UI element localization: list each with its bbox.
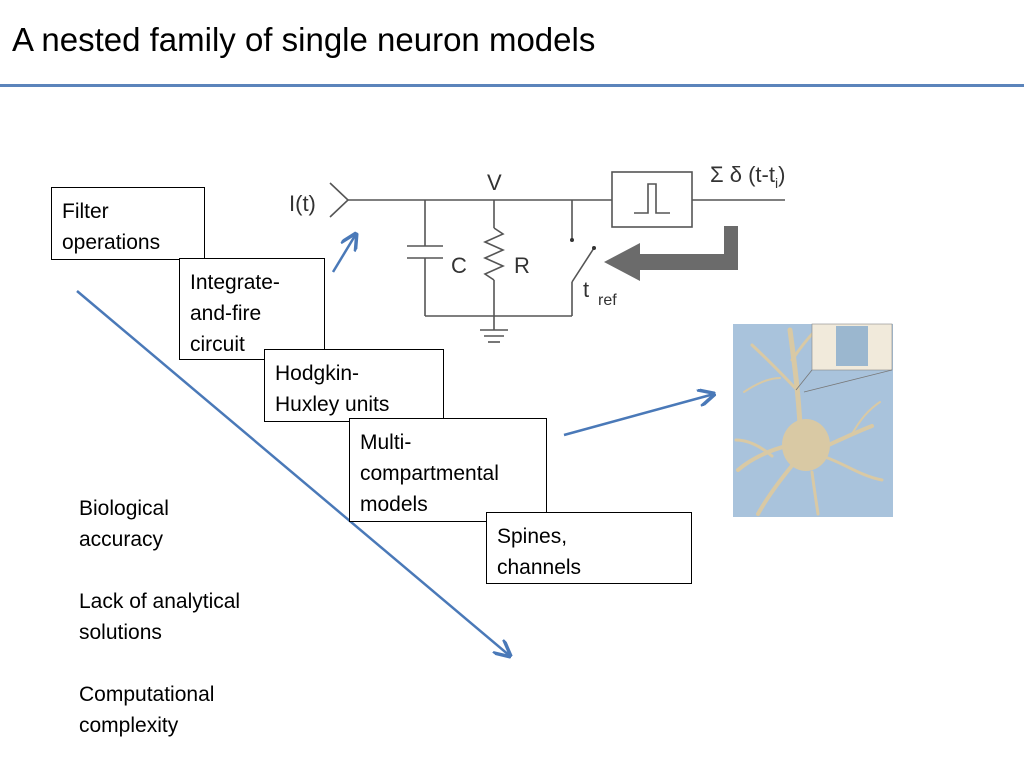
switch-node (570, 238, 574, 242)
slide-title: A nested family of single neuron models (12, 21, 596, 58)
neuron-illustration (733, 323, 893, 517)
note-biological-accuracy: accuracy (79, 528, 164, 551)
note-analytical-solutions: Lack of analytical (79, 590, 241, 613)
box-line: models (360, 493, 428, 516)
box-line: Spines, (497, 525, 568, 548)
filter-operations-box: Filter operations (51, 187, 205, 260)
input-chevron (329, 182, 350, 218)
capacitor-label: C (451, 253, 467, 278)
box-line: Hodgkin- (275, 362, 360, 385)
box-line: operations (62, 231, 161, 254)
tradeoff-notes: Biological accuracy Lack of analytical s… (79, 493, 240, 741)
complexity-gradient-arrow (76, 290, 510, 656)
refractory-ref-label: ref (598, 292, 617, 309)
box-line: Multi- (360, 431, 412, 454)
resistor-zigzag (483, 227, 505, 281)
note-spacer (79, 648, 240, 679)
note-analytical-solutions: solutions (79, 621, 162, 644)
integrate-and-fire-circuit (329, 171, 785, 343)
input-current-label: I(t) (289, 191, 316, 216)
multi-compartmental-box: Multi- compartmental models (349, 418, 547, 522)
box-line: channels (497, 556, 582, 579)
switch-node (592, 246, 596, 250)
resistor-label: R (514, 253, 530, 278)
box-line: circuit (190, 333, 245, 356)
box-line: Filter (62, 200, 109, 223)
note-spacer (79, 555, 240, 586)
box-line: Huxley units (275, 393, 390, 416)
multicompartmental-pointer-arrow (563, 394, 714, 437)
refractory-t-label: t (583, 277, 589, 302)
note-biological-accuracy: Biological (79, 497, 169, 520)
note-computational-complexity: complexity (79, 714, 179, 737)
box-line: and-fire (190, 302, 262, 325)
box-line: compartmental (360, 462, 499, 485)
spike-symbol (634, 183, 670, 214)
integrate-and-fire-box: Integrate- and-fire circuit (179, 258, 325, 360)
integrate-fire-pointer-arrow (331, 234, 356, 273)
feedback-reset-arrow (604, 226, 738, 281)
box-line: Integrate- (190, 271, 280, 294)
spines-channels-box: Spines, channels (486, 512, 692, 584)
note-computational-complexity: Computational (79, 683, 215, 706)
voltage-label: V (487, 170, 502, 195)
neuron-soma (782, 419, 830, 471)
output-spike-train-label: Σ δ (t-ti) (710, 162, 785, 191)
title-divider (0, 84, 1024, 87)
threshold-box (611, 171, 693, 228)
hodgkin-huxley-box: Hodgkin- Huxley units (264, 349, 444, 422)
reset-switch (571, 247, 595, 283)
membrane-channels (836, 326, 868, 366)
